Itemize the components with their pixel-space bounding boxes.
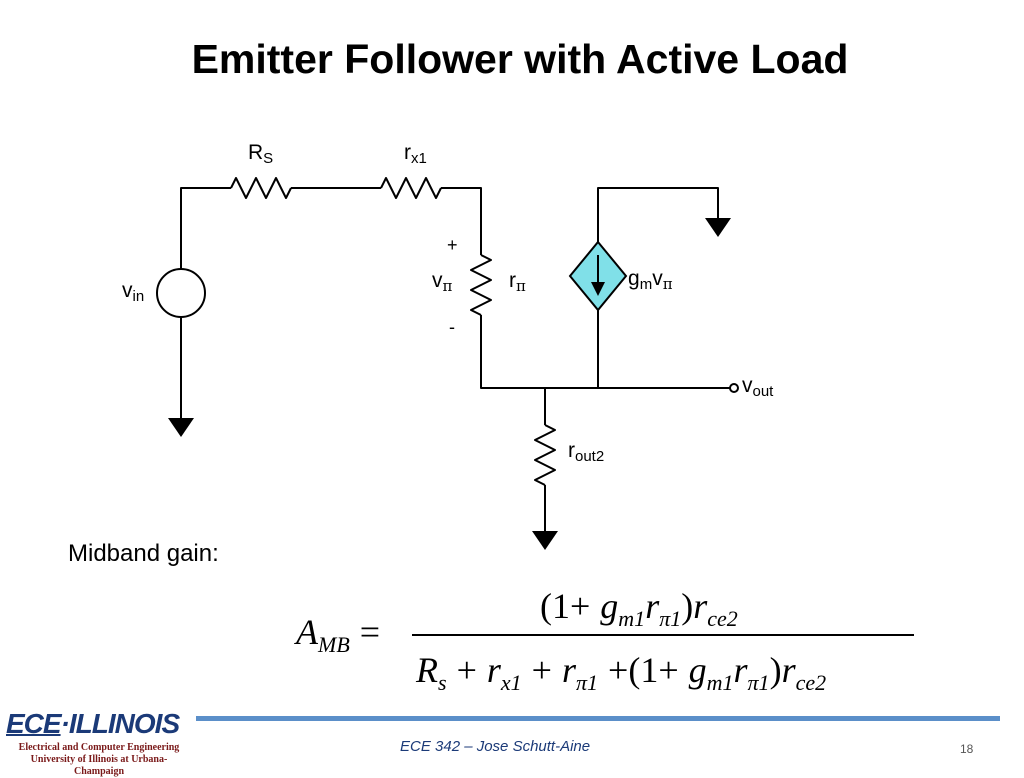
equation-denominator: Rs+rx1+rπ1+(1+gm1rπ1)rce2: [416, 650, 827, 695]
label-rout2: rout2: [568, 439, 605, 465]
wire: [480, 315, 730, 389]
voltage-source-vin: [156, 268, 206, 318]
slide-title: Emitter Follower with Active Load: [191, 36, 849, 82]
equation-numerator: (1+gm1rπ1)rce2: [540, 586, 738, 631]
department-name: Electrical and Computer Engineering Univ…: [18, 742, 180, 777]
course-footer: ECE 342 – Jose Schutt-Aine: [400, 738, 591, 755]
ece-illinois-logo: ECE·ILLINOIS: [6, 708, 180, 739]
resistor-rs: [230, 177, 292, 199]
ground-icon: [532, 531, 558, 550]
label-plus: +: [447, 235, 458, 255]
resistor-rout2: [534, 424, 556, 486]
label-vout: vout: [742, 374, 774, 400]
wire: [597, 187, 719, 242]
label-rpi: rπ: [509, 269, 526, 295]
label-minus: -: [449, 317, 455, 337]
output-terminal: [729, 383, 739, 393]
footer-divider: [196, 716, 1000, 721]
label-rx1: rx1: [404, 141, 427, 167]
midband-gain-caption: Midband gain:: [68, 540, 219, 567]
equation-lhs: AMB=: [296, 612, 381, 657]
label-vpi: vπ: [432, 269, 453, 295]
ground-icon: [168, 418, 194, 437]
label-gm-vpi: gmvπ: [628, 267, 673, 293]
circuit-diagram: [156, 177, 739, 550]
current-arrow-head: [591, 282, 605, 296]
label-vin: vin: [122, 279, 145, 305]
label-rs: RS: [248, 141, 274, 167]
wire: [441, 187, 482, 255]
ground-icon: [705, 218, 731, 237]
fraction-bar: [412, 634, 914, 636]
resistor-rx1: [380, 177, 442, 199]
page-number: 18: [960, 742, 974, 756]
resistor-rpi: [470, 254, 492, 316]
